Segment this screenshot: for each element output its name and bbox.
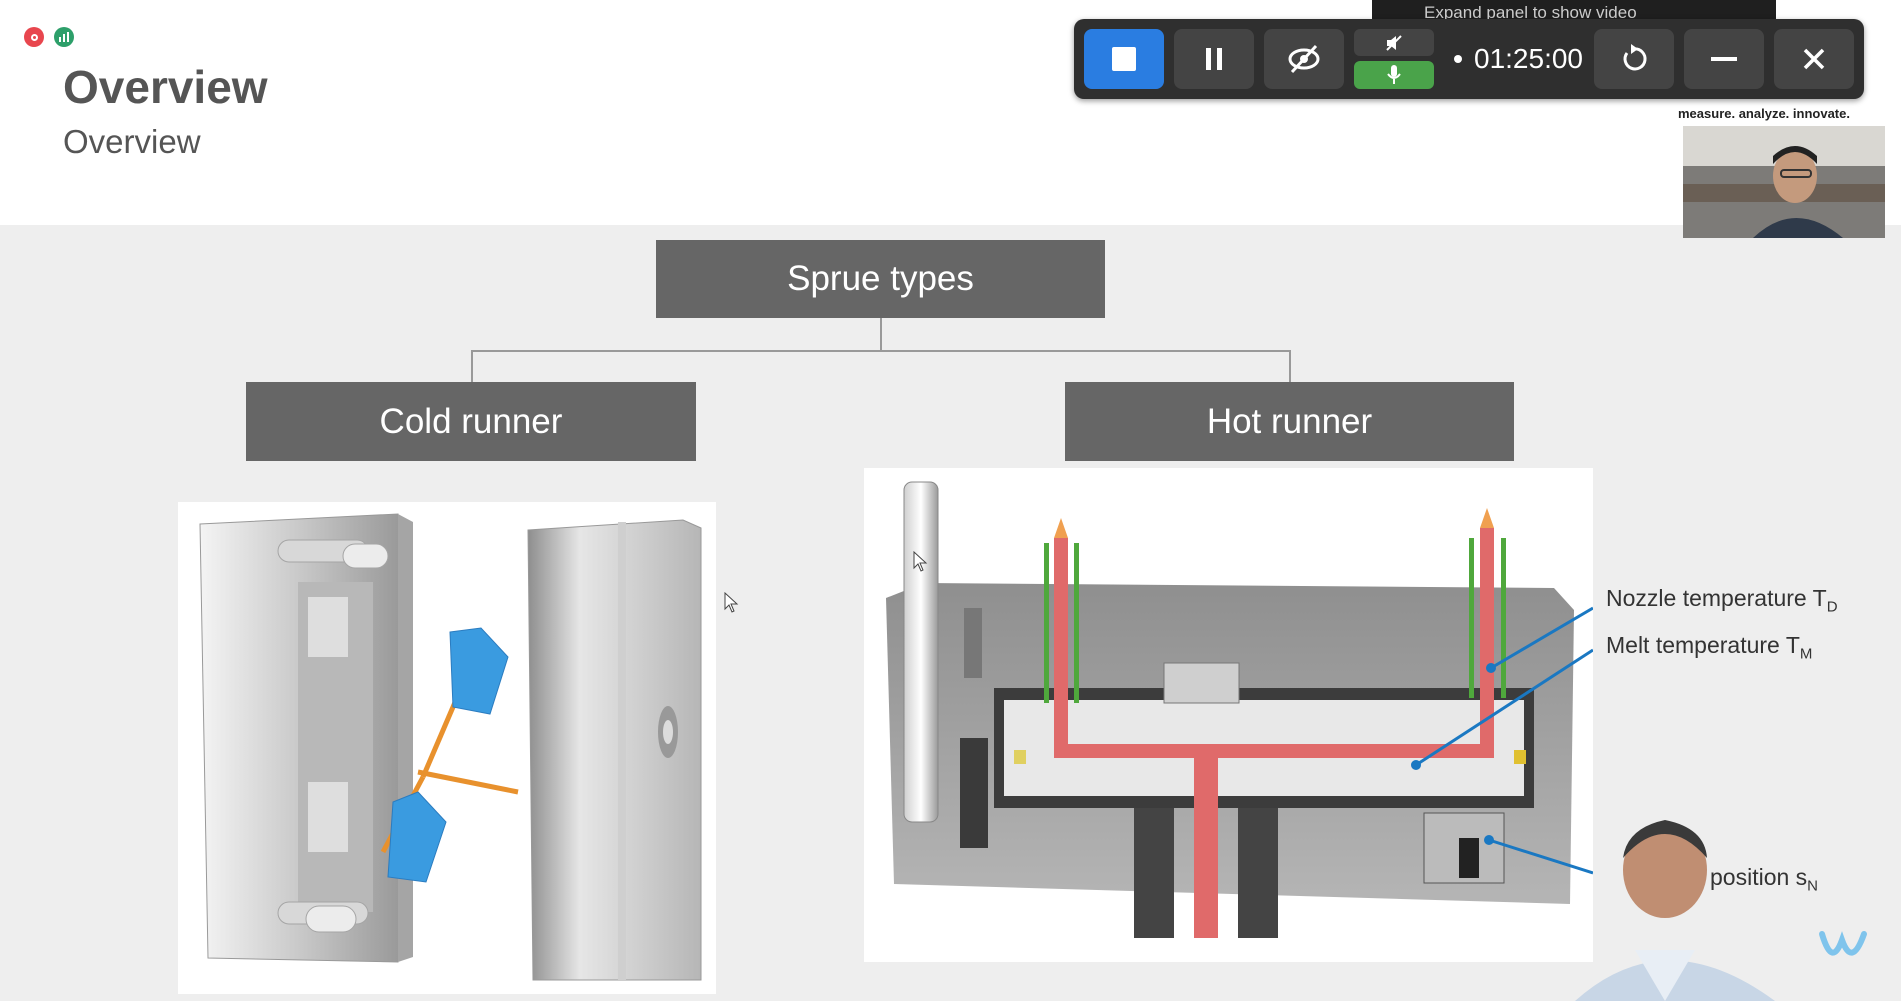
system-audio-button[interactable] [1354, 29, 1434, 56]
connector-line [471, 350, 473, 383]
camera-off-icon [1288, 44, 1320, 74]
window-indicators [24, 27, 74, 47]
root-node-sprue-types: Sprue types [656, 240, 1105, 318]
brand-tagline: measure. analyze. innovate. [1678, 106, 1850, 121]
page-title: Overview [63, 61, 268, 113]
close-icon [1803, 48, 1825, 70]
stop-icon [1112, 47, 1136, 71]
rec-dot-icon [1454, 55, 1462, 63]
recording-toolbar: 01:25:00 [1074, 19, 1864, 99]
cold-runner-image [178, 502, 716, 994]
minimize-button[interactable] [1684, 29, 1764, 89]
stats-icon[interactable] [54, 27, 74, 47]
audio-controls [1354, 29, 1434, 89]
cursor-icon [724, 592, 739, 613]
node-hot-runner: Hot runner [1065, 382, 1514, 461]
connector-line [471, 350, 1291, 352]
stop-button[interactable] [1084, 29, 1164, 89]
connector-line [880, 318, 882, 351]
hot-runner-image [864, 468, 1593, 962]
camera-toggle-button[interactable] [1264, 29, 1344, 89]
label-nozzle-temperature: Nozzle temperature TD [1606, 585, 1838, 616]
label-position: position sN [1710, 864, 1819, 895]
presenter-webcam[interactable] [1683, 126, 1885, 238]
expand-panel-tab[interactable]: Expand panel to show video [1372, 0, 1776, 22]
pause-icon [1206, 48, 1222, 70]
speaker-webcam[interactable] [1565, 810, 1805, 1001]
close-button[interactable] [1774, 29, 1854, 89]
pause-button[interactable] [1174, 29, 1254, 89]
page-subtitle: Overview [63, 123, 201, 160]
minimize-icon [1711, 57, 1737, 61]
label-melt-temperature: Melt temperature TM [1606, 632, 1813, 663]
connector-line [1289, 350, 1291, 383]
brand-logo-icon [1819, 931, 1867, 956]
restart-button[interactable] [1594, 29, 1674, 89]
microphone-icon [1387, 65, 1401, 84]
node-cold-runner: Cold runner [246, 382, 696, 461]
recording-timer: 01:25:00 [1454, 19, 1583, 99]
microphone-button[interactable] [1354, 61, 1434, 89]
cursor-icon [913, 551, 928, 572]
record-indicator-icon[interactable] [24, 27, 44, 47]
speaker-muted-icon [1386, 34, 1402, 51]
restart-icon [1623, 44, 1647, 71]
